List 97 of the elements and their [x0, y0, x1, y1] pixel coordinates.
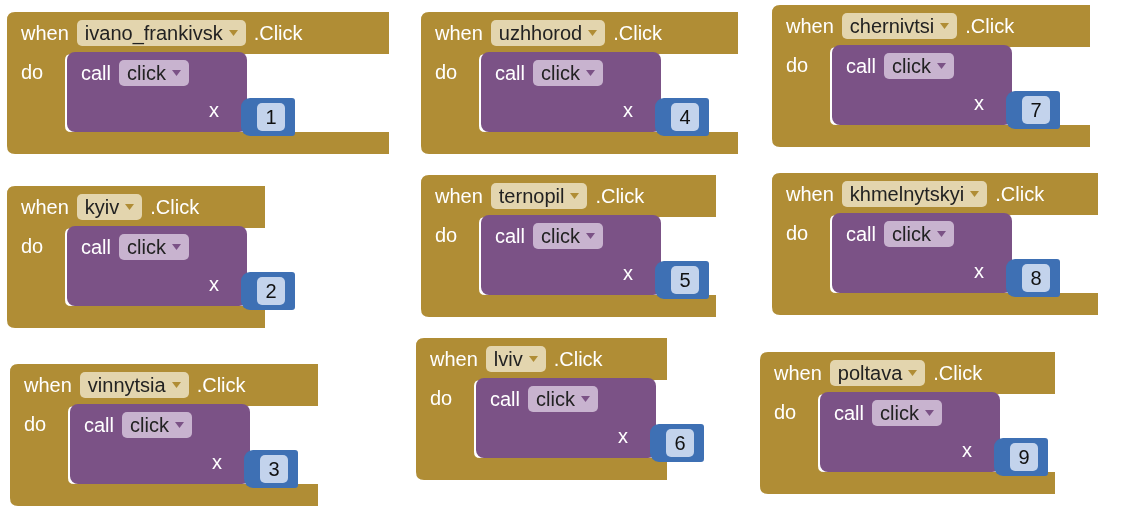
event-block: [421, 175, 716, 317]
procedure-dropdown: click: [122, 412, 192, 438]
keyword-label: when: [774, 361, 822, 385]
event-block: [760, 352, 1055, 494]
event-name-label: .Click: [613, 21, 663, 45]
component-dropdown: kyiv: [76, 194, 143, 220]
parameter-label: x: [623, 98, 633, 122]
keyword-label: do: [24, 412, 47, 436]
call-block: [481, 215, 661, 295]
keyword-label: do: [21, 234, 44, 258]
keyword-label: when: [21, 195, 69, 219]
event-block: [772, 5, 1090, 147]
event-name-label: .Click: [995, 182, 1045, 206]
number-block: [241, 98, 295, 136]
parameter-label: x: [623, 261, 633, 285]
event-name-label: .Click: [196, 373, 246, 397]
keyword-label: do: [21, 60, 44, 84]
keyword-label: call: [490, 387, 520, 411]
number-block: [994, 438, 1048, 476]
event-name-label: .Click: [253, 21, 303, 45]
parameter-label: x: [212, 450, 222, 474]
number-block: [655, 98, 709, 136]
keyword-label: call: [846, 54, 876, 78]
event-name-label: .Click: [595, 184, 645, 208]
event-name-label: .Click: [553, 347, 603, 371]
parameter-label: x: [962, 438, 972, 462]
component-dropdown: khmelnytskyi: [841, 181, 988, 207]
component-dropdown: ivano_frankivsk: [76, 20, 246, 46]
number-field: 3: [260, 455, 288, 483]
keyword-label: call: [84, 413, 114, 437]
event-block: [421, 12, 738, 154]
keyword-label: call: [81, 235, 111, 259]
number-block: [1006, 259, 1060, 297]
number-field: 7: [1022, 96, 1050, 124]
number-field: 8: [1022, 264, 1050, 292]
procedure-dropdown: click: [533, 223, 603, 249]
procedure-dropdown: click: [528, 386, 598, 412]
procedure-dropdown: click: [884, 53, 954, 79]
keyword-label: do: [435, 223, 458, 247]
component-dropdown: uzhhorod: [490, 20, 606, 46]
procedure-dropdown: click: [533, 60, 603, 86]
number-block: [244, 450, 298, 488]
call-block: [476, 378, 656, 458]
number-block: [1006, 91, 1060, 129]
parameter-label: x: [618, 424, 628, 448]
keyword-label: when: [786, 14, 834, 38]
number-field: 6: [666, 429, 694, 457]
keyword-label: when: [430, 347, 478, 371]
component-dropdown: lviv: [485, 346, 546, 372]
parameter-label: x: [209, 98, 219, 122]
number-field: 2: [257, 277, 285, 305]
event-block: [10, 364, 318, 506]
parameter-label: x: [974, 91, 984, 115]
keyword-label: do: [786, 53, 809, 77]
component-dropdown: vinnytsia: [79, 372, 189, 398]
event-name-label: .Click: [965, 14, 1015, 38]
keyword-label: call: [834, 401, 864, 425]
number-block: [650, 424, 704, 462]
call-block: [70, 404, 250, 484]
procedure-dropdown: click: [884, 221, 954, 247]
event-name-label: .Click: [933, 361, 983, 385]
keyword-label: when: [786, 182, 834, 206]
number-field: 9: [1010, 443, 1038, 471]
keyword-label: do: [786, 221, 809, 245]
number-field: 1: [257, 103, 285, 131]
component-dropdown: ternopil: [490, 183, 588, 209]
call-block: [832, 45, 1012, 125]
keyword-label: call: [495, 224, 525, 248]
keyword-label: do: [435, 60, 458, 84]
parameter-label: x: [209, 272, 219, 296]
call-block: [820, 392, 1000, 472]
keyword-label: do: [774, 400, 797, 424]
keyword-label: when: [24, 373, 72, 397]
keyword-label: do: [430, 386, 453, 410]
keyword-label: call: [81, 61, 111, 85]
parameter-label: x: [974, 259, 984, 283]
procedure-dropdown: click: [119, 60, 189, 86]
call-block: [481, 52, 661, 132]
call-block: [832, 213, 1012, 293]
number-block: [655, 261, 709, 299]
call-block: [67, 52, 247, 132]
procedure-dropdown: click: [872, 400, 942, 426]
keyword-label: call: [846, 222, 876, 246]
procedure-dropdown: click: [119, 234, 189, 260]
keyword-label: when: [435, 21, 483, 45]
number-field: 4: [671, 103, 699, 131]
event-block: [772, 173, 1098, 315]
keyword-label: call: [495, 61, 525, 85]
call-block: [67, 226, 247, 306]
component-dropdown: chernivtsi: [841, 13, 958, 39]
keyword-label: when: [435, 184, 483, 208]
number-field: 5: [671, 266, 699, 294]
event-block: [7, 12, 389, 154]
component-dropdown: poltava: [829, 360, 926, 386]
keyword-label: when: [21, 21, 69, 45]
number-block: [241, 272, 295, 310]
event-name-label: .Click: [150, 195, 200, 219]
